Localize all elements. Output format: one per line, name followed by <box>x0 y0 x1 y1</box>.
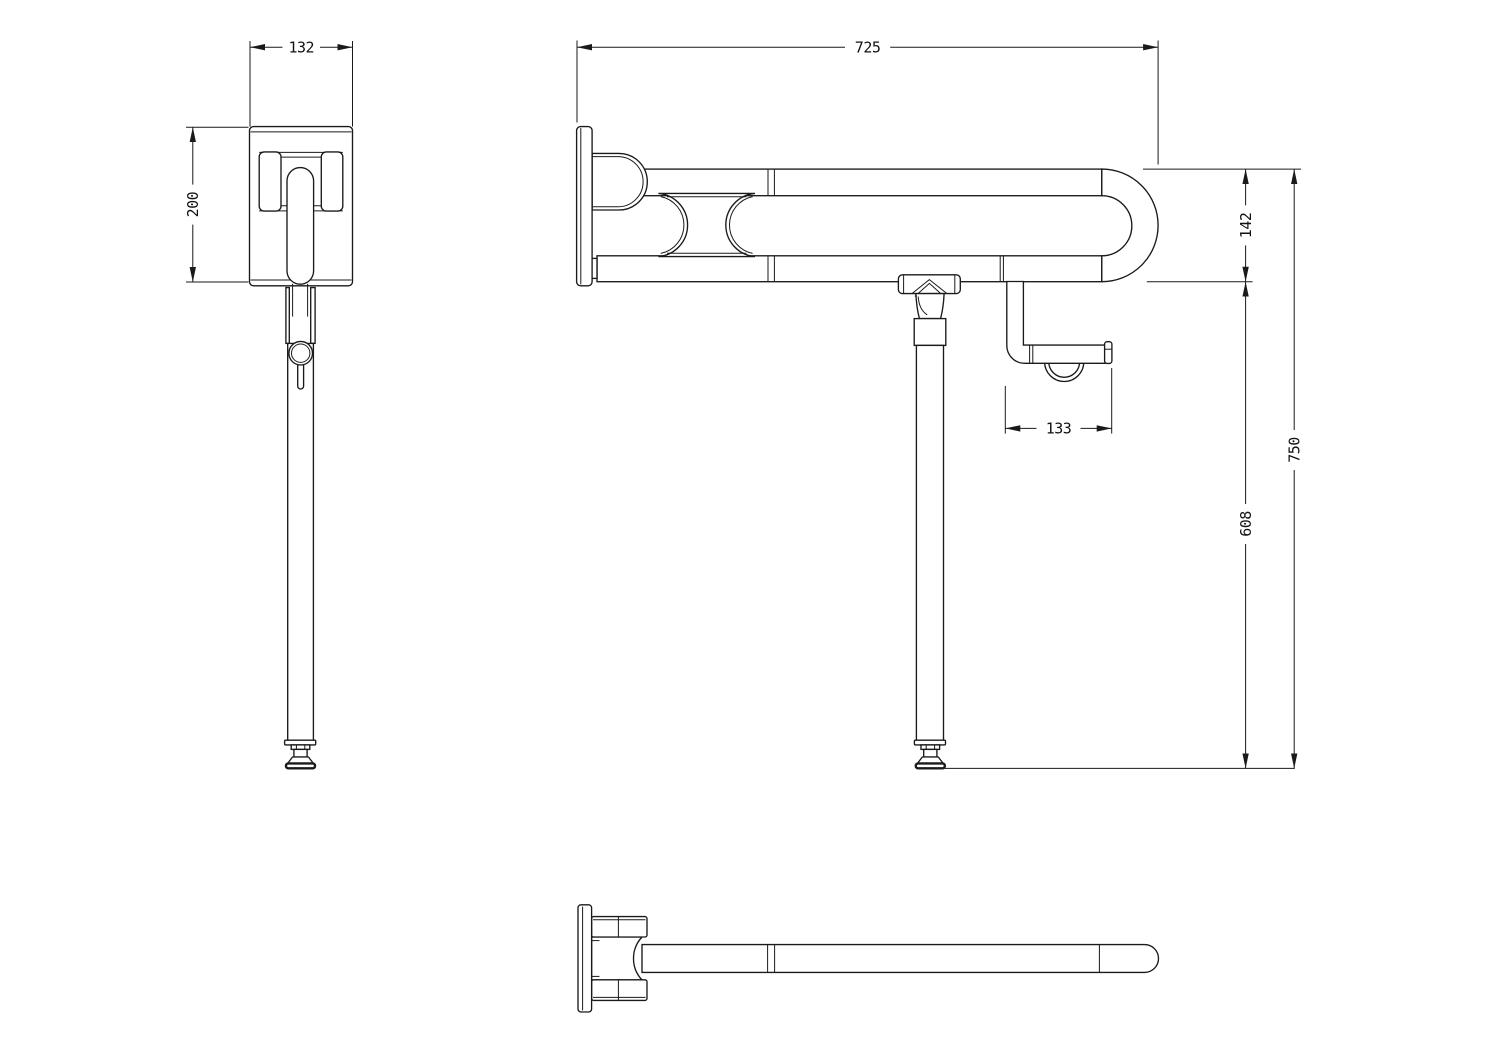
dimension-value: 133 <box>1046 420 1072 438</box>
pivot-housing-outline <box>590 936 644 981</box>
knob-outer <box>288 340 314 366</box>
holder-arm-outline <box>1006 280 1106 364</box>
side-dim-clearance: 608 <box>1237 281 1255 769</box>
top-view <box>577 904 1160 1013</box>
foot-base-pad <box>284 762 317 770</box>
front-mount-brackets <box>258 151 344 212</box>
side-dim-holder: 133 <box>1004 368 1113 438</box>
dimension-text-mask <box>184 184 201 225</box>
hinge-spool-inner-arc <box>728 196 753 254</box>
clamp-strip-right <box>310 286 316 345</box>
foot-stem <box>293 748 308 758</box>
clamp-saddle <box>897 274 961 295</box>
rail-u-bend <box>1101 168 1159 283</box>
pivot-housing-outline <box>591 152 648 211</box>
front-rail-end <box>286 166 315 317</box>
dimension-value: 750 <box>1285 437 1303 463</box>
front-foot <box>283 739 317 770</box>
roll-spring <box>1043 361 1085 383</box>
dimension-text-mask <box>845 39 891 56</box>
leg-end-cap <box>283 739 317 746</box>
foot-stem <box>923 748 938 758</box>
dimension-value: 200 <box>184 191 202 217</box>
side-view: 725 <box>575 38 1303 770</box>
side-pivot-housing <box>591 152 648 211</box>
side-dim-length: 725 <box>576 38 1159 165</box>
front-release-knob <box>288 340 314 390</box>
front-support-leg <box>287 342 315 742</box>
top-wall-plate <box>577 904 593 1013</box>
dimension-text-mask <box>1237 504 1254 544</box>
bracket-block-right <box>320 151 344 212</box>
front-dim-height: 200 <box>184 126 249 283</box>
knob-inner <box>291 343 311 363</box>
side-fold-hinge <box>658 192 756 258</box>
bracket-block-left <box>258 151 282 212</box>
side-dim-drop: 142 <box>1237 169 1255 282</box>
holder-end-plate <box>1103 341 1113 365</box>
pivot-housing-inner <box>592 156 644 208</box>
side-dim-overall: 750 <box>1285 169 1303 769</box>
top-mount-bracket-lower <box>590 979 648 1002</box>
side-wall-plate <box>575 125 593 287</box>
front-clamp <box>285 286 316 345</box>
clamp-vee <box>914 282 945 297</box>
front-dim-width: 132 <box>249 38 353 127</box>
front-view: 132 200 <box>184 38 354 770</box>
dimension-value: 608 <box>1237 511 1255 537</box>
hinge-spool-inner-arc <box>660 196 685 254</box>
rail-top-tube <box>629 168 1103 197</box>
clamp-collar <box>913 317 947 347</box>
dimension-value: 725 <box>855 38 881 56</box>
wall-plate-outline <box>575 125 593 287</box>
dimension-text-mask <box>282 39 320 56</box>
rail-bottom-tube <box>596 255 1103 283</box>
side-paper-holder <box>1006 280 1113 383</box>
leg-end-cap <box>913 739 947 746</box>
dimension-text-mask <box>1237 205 1254 246</box>
foot-base-pad <box>914 762 946 770</box>
side-rail <box>590 168 1159 283</box>
side-height-dimensions: 142 608 750 <box>944 168 1303 769</box>
clamp-strip-left <box>285 286 290 345</box>
clamp-neck-curve <box>917 296 928 316</box>
hinge-spool-outline <box>658 192 756 258</box>
dimension-text-mask <box>1286 430 1303 470</box>
rail-tube-end <box>286 166 315 285</box>
side-leg-clamp <box>897 274 961 347</box>
dimension-value: 142 <box>1237 213 1255 239</box>
clamp-vee <box>911 278 948 294</box>
dimension-value: 132 <box>289 38 315 56</box>
dimension-text-mask <box>1036 420 1081 437</box>
side-support-leg <box>915 344 945 742</box>
top-mount-bracket-upper <box>590 915 648 938</box>
side-foot <box>913 739 947 770</box>
rail-bar <box>641 943 1160 974</box>
wall-plate-outline <box>577 904 593 1013</box>
